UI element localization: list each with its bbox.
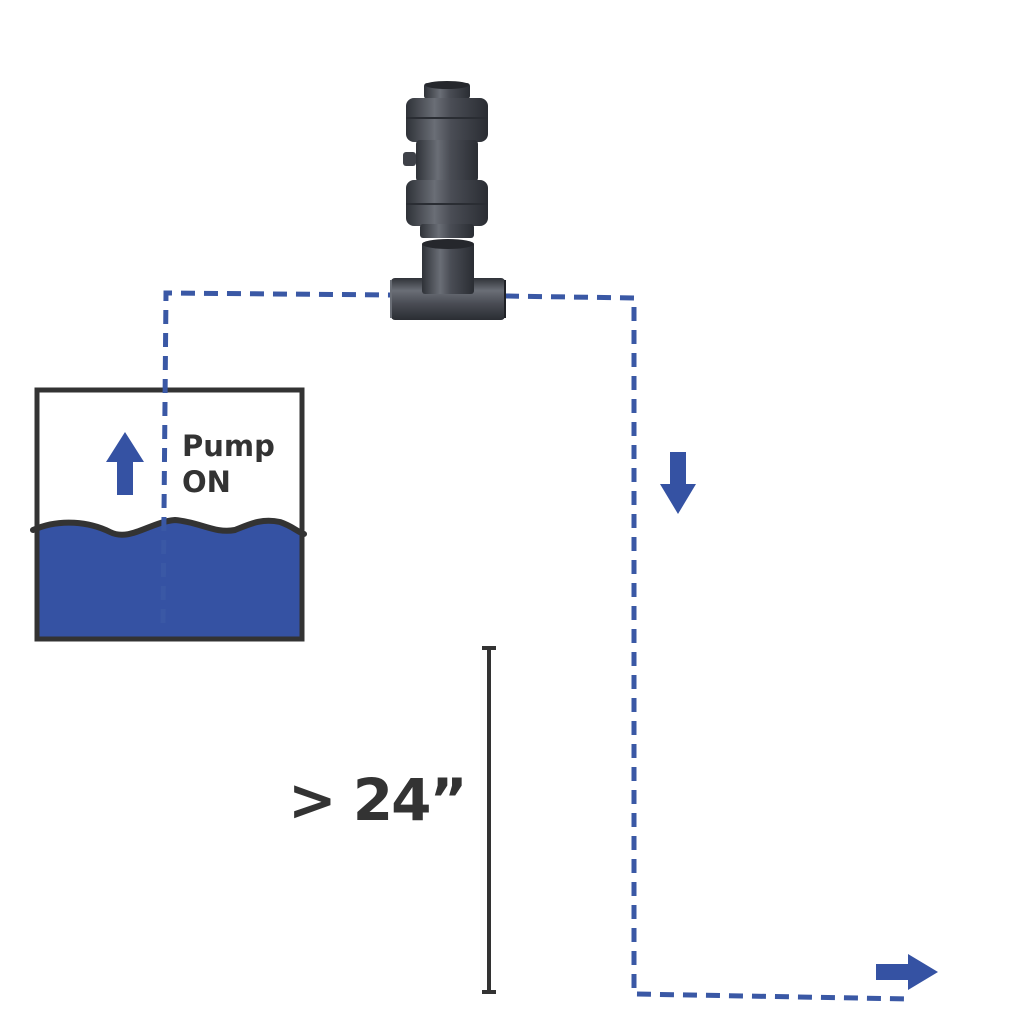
pump-status-label: Pump ON [182, 428, 275, 500]
water-surface [30, 516, 307, 538]
pump-label-line2: ON [182, 465, 231, 499]
tank [34, 387, 305, 642]
right-arrow-icon [876, 954, 938, 990]
down-arrow-icon [660, 452, 696, 514]
check-valve-icon [403, 81, 488, 238]
tank-water [37, 520, 302, 638]
pipe-path-right [504, 293, 913, 1002]
tee-fitting-icon [390, 239, 506, 320]
height-dimension-line [482, 646, 496, 994]
pump-label-line1: Pump [182, 429, 275, 463]
up-arrow-icon [106, 432, 144, 495]
height-requirement-label: > 24” [288, 766, 468, 834]
pipe-path-left [160, 290, 393, 624]
